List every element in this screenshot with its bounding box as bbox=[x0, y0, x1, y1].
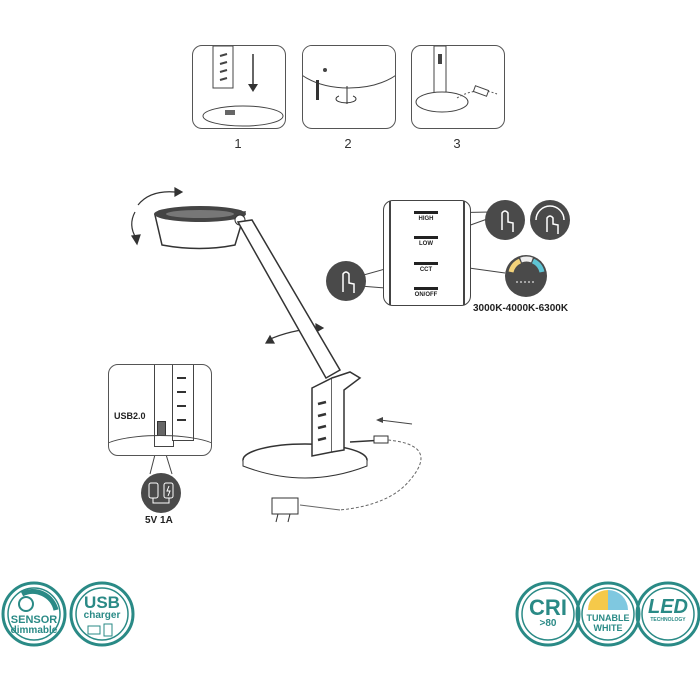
sensor-badge-line2: dimmable bbox=[10, 625, 58, 636]
onoff-label: ON/OFF bbox=[414, 292, 438, 298]
step-number-2: 2 bbox=[344, 136, 352, 151]
usb-port bbox=[157, 421, 166, 436]
high-label: HIGH bbox=[418, 216, 434, 222]
usb-badge-line2: charger bbox=[83, 610, 121, 621]
low-button[interactable] bbox=[414, 236, 438, 239]
step-number-3: 3 bbox=[453, 136, 461, 151]
tunable-badge-line1: TUNABLE bbox=[586, 613, 630, 623]
usb-charger-badge bbox=[69, 581, 135, 647]
tunable-badge-line2: WHITE bbox=[593, 623, 623, 633]
usb-port-label: USB2.0 bbox=[114, 411, 146, 421]
high-button[interactable] bbox=[414, 211, 438, 214]
insert-stem-drawing bbox=[202, 46, 284, 127]
power-adapter bbox=[271, 497, 299, 515]
cct-button[interactable] bbox=[414, 262, 438, 265]
usb-charging-icon bbox=[141, 473, 181, 513]
plug-cable-drawing bbox=[415, 46, 498, 113]
onoff-button[interactable] bbox=[414, 287, 438, 290]
step-number-1: 1 bbox=[234, 136, 242, 151]
control-panel: HIGH LOW CCT ON/OFF bbox=[383, 200, 471, 306]
touch-icon-left bbox=[326, 261, 366, 301]
sensor-badge-line1: SENSOR bbox=[10, 614, 58, 626]
tunable-white-badge bbox=[575, 581, 641, 647]
color-temperature-range: 3000K-4000K-6300K bbox=[473, 303, 569, 314]
usb-badge-line1: USB bbox=[84, 593, 120, 612]
cri-badge-line2: >80 bbox=[539, 618, 557, 629]
led-badge-line2: TECHNOLOGY bbox=[650, 617, 686, 623]
step-3-illustration bbox=[411, 45, 505, 129]
cri-badge-line1: CRI bbox=[529, 595, 567, 620]
step-1-illustration bbox=[192, 45, 286, 129]
low-label: LOW bbox=[419, 241, 433, 247]
sensor-badge bbox=[1, 581, 67, 647]
usb-port-inset: USB2.0 bbox=[108, 364, 212, 456]
cri-badge bbox=[515, 581, 581, 647]
touch-icon bbox=[485, 200, 525, 240]
tilt-arrow-head bbox=[137, 191, 176, 206]
step-2-illustration bbox=[302, 45, 396, 129]
led-badge bbox=[635, 581, 700, 647]
cct-label: CCT bbox=[419, 267, 433, 273]
screw-base-drawing bbox=[303, 46, 395, 104]
led-badge-line1: LED bbox=[648, 596, 688, 618]
usb-output-rating: 5V 1A bbox=[145, 515, 173, 526]
